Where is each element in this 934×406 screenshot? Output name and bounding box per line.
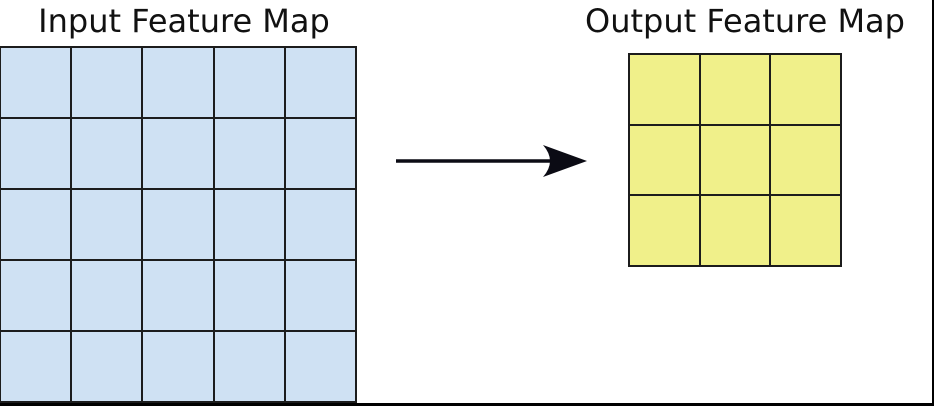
feature-map-cell [770, 54, 841, 125]
feature-map-cell [213, 47, 285, 118]
input-feature-map-title: Input Feature Map [38, 2, 330, 40]
feature-map-cell [284, 189, 356, 260]
feature-map-cell [284, 47, 356, 118]
feature-map-cell [71, 260, 143, 331]
feature-map-cell [142, 189, 214, 260]
feature-map-cell [142, 47, 214, 118]
feature-map-cell [71, 47, 143, 118]
feature-map-cell [213, 331, 285, 402]
feature-map-cell [0, 189, 72, 260]
feature-map-cell [284, 260, 356, 331]
feature-map-cell [284, 118, 356, 189]
feature-map-cell [0, 118, 72, 189]
feature-map-cell [629, 195, 700, 266]
feature-map-cell [142, 260, 214, 331]
feature-map-cell [71, 189, 143, 260]
feature-map-cell [213, 260, 285, 331]
right-arrow-svg [396, 145, 587, 177]
feature-map-cell [284, 331, 356, 402]
feature-map-cell [142, 331, 214, 402]
feature-map-cell [142, 118, 214, 189]
input-feature-map-grid [0, 46, 357, 403]
feature-map-cell [0, 260, 72, 331]
transform-arrow-icon [396, 143, 591, 179]
feature-map-cell [770, 195, 841, 266]
feature-map-cell [0, 47, 72, 118]
feature-map-cell [213, 189, 285, 260]
feature-map-cell [0, 331, 72, 402]
feature-map-cell [213, 118, 285, 189]
feature-map-cell [699, 195, 771, 266]
feature-map-cell [770, 124, 841, 196]
output-feature-map-grid [628, 53, 842, 267]
feature-map-cell [629, 124, 700, 196]
feature-map-cell [71, 331, 143, 402]
feature-map-cell [699, 124, 771, 196]
feature-map-cell [71, 118, 143, 189]
output-feature-map-title: Output Feature Map [585, 2, 905, 40]
feature-map-cell [699, 54, 771, 125]
feature-map-cell [629, 54, 700, 125]
